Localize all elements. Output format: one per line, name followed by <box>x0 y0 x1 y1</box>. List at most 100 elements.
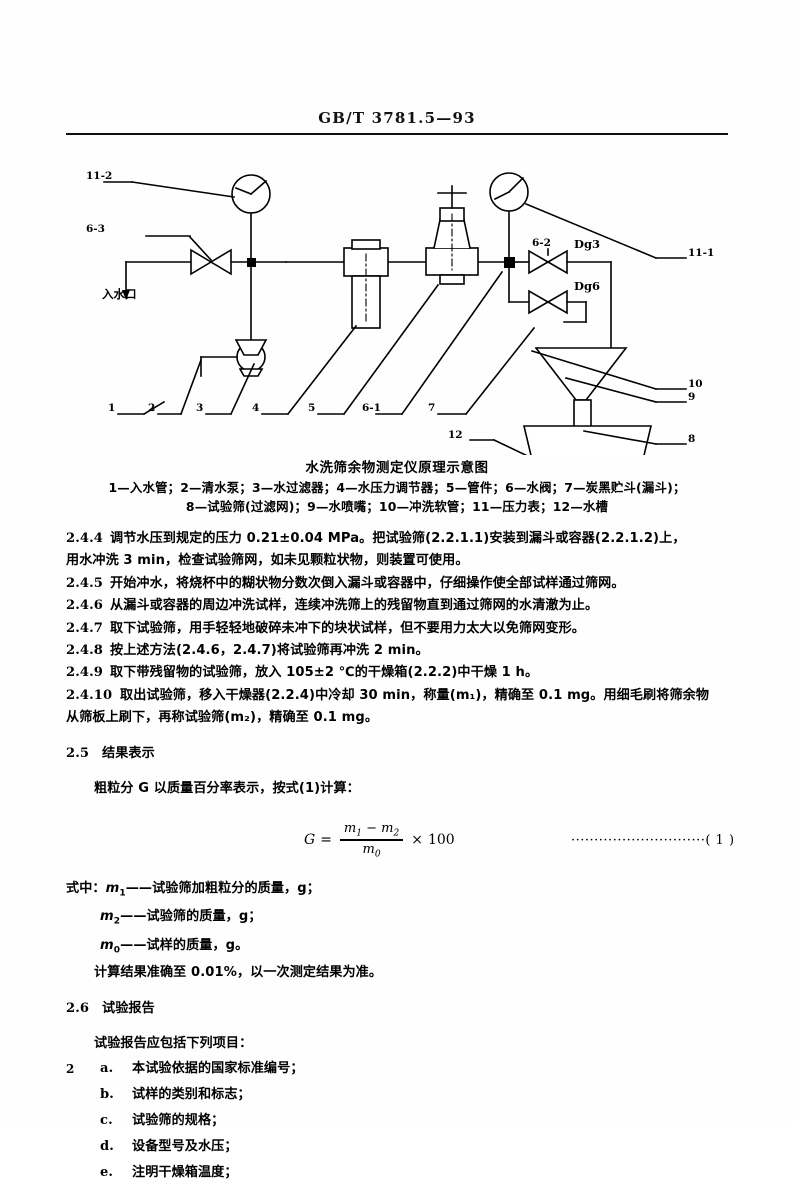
section-text-2-4-5: 开始冲水，将烧杯中的糊状物分数次倒入漏斗或容器中，仔细操作使全部试样通过筛网。 <box>110 575 625 591</box>
formula-equals: = <box>320 831 332 848</box>
where-dash-m1: —— <box>125 880 153 896</box>
section-number-2-5: 2.5 <box>66 745 90 761</box>
numerator-m1-symbol: m <box>343 820 357 836</box>
callout-4-line <box>286 324 358 416</box>
section-2-4-7: 2.4.7 取下试验筛，用手轻轻地破碎未冲下的块状试样，但不要用力太大以免筛网变形… <box>66 618 732 640</box>
section-title-2-6: 试验报告 <box>102 1000 155 1016</box>
inlet-arrow-icon <box>122 290 130 300</box>
where-line-m2: m2——试验筛的质量，g； <box>66 905 732 934</box>
section-text-2-4-10-line1: 取出试验筛，移入干燥器(2.2.4)中冷却 30 min，称量(m₁)，精确至 … <box>120 687 710 703</box>
where-text-m2: 试验筛的质量，g； <box>146 909 262 925</box>
section-text-2-4-4-line2: 用水冲洗 3 min，检查试验筛网，如未见颗粒状物，则装置可使用。 <box>66 553 469 569</box>
gauge-needle-left <box>249 179 268 196</box>
water-basin-12-icon <box>522 425 653 455</box>
callout-2-line <box>179 358 203 416</box>
callout-label-11-1: 11-1 <box>688 247 714 259</box>
report-text-a: 本试验依据的国家标准编号； <box>132 1060 304 1076</box>
section-number-2-4-4: 2.4.4 <box>66 531 103 546</box>
where-symbol-m0: m <box>100 937 114 953</box>
callout-label-5: 5 <box>308 402 315 414</box>
report-text-d: 设备型号及水压； <box>132 1138 238 1154</box>
where-dash-m2: —— <box>120 909 147 925</box>
formula-coarse-fraction: G = m1 − m2 m0 × 100 <box>304 821 455 860</box>
section-2-4-5: 2.4.5 开始冲水，将烧杯中的糊状物分数次倒入漏斗或容器中，仔细操作使全部试样通… <box>66 573 732 595</box>
section-heading-2-6: 2.6 试验报告 <box>66 998 732 1020</box>
report-item-d: d. 设备型号及水压； <box>66 1134 732 1160</box>
report-item-b: b. 试样的类别和标志； <box>66 1082 732 1108</box>
callout-label-9: 9 <box>688 391 695 403</box>
tee-junction-left <box>247 258 256 267</box>
callout-10-line <box>531 350 657 390</box>
section-number-2-4-9: 2.4.9 <box>66 665 103 681</box>
inlet-label: 入水口 <box>102 287 137 301</box>
section-text-2-4-8: 按上述方法(2.4.6，2.4.7)将试验筛再冲洗 2 min。 <box>110 643 429 659</box>
section-text-2-4-7: 取下试验筛，用手轻轻地破碎未冲下的块状试样，但不要用力太大以免筛网变形。 <box>110 620 585 636</box>
gauge-needle-left-b <box>234 186 253 196</box>
section-text-2-4-9: 取下带残留物的试验筛，放入 105±2 ℃的干燥箱(2.2.2)中干燥 1 h。 <box>110 665 539 681</box>
formula-numerator: m1 − m2 <box>340 821 403 840</box>
where-text-m0: 试样的质量，g。 <box>146 937 249 953</box>
section-title-2-5: 结果表示 <box>102 745 155 761</box>
section-number-2-4-7: 2.4.7 <box>66 620 103 636</box>
where-symbol-m1: m <box>105 880 120 896</box>
section-number-2-4-10: 2.4.10 <box>66 687 113 703</box>
report-marker-c: c. <box>100 1112 113 1128</box>
formula-row: G = m1 − m2 m0 × 100 ···················… <box>66 817 735 871</box>
equation-dots: ····························· <box>571 832 706 848</box>
numerator-m2-sub: 2 <box>393 828 400 839</box>
denominator-m0-sub: 0 <box>374 849 381 860</box>
where-label: 式中： <box>66 880 106 896</box>
callout-label-11-2: 11-2 <box>86 170 112 182</box>
pipe-size-label-dg6: Dg6 <box>574 279 600 293</box>
figure-legend-line-2: 8—试验筛(过滤网)；9—水喷嘴；10—冲洗软管；11—压力表；12—水槽 <box>185 499 609 514</box>
section-number-2-6: 2.6 <box>66 1000 90 1016</box>
section-number-2-4-8: 2.4.8 <box>66 643 103 659</box>
where-text-m1: 试验筛加粗粒分的质量，g； <box>152 880 320 896</box>
section-2-4-4-cont: 用水冲洗 3 min，检查试验筛网，如未见颗粒状物，则装置可使用。 <box>66 550 732 572</box>
report-text-b: 试样的类别和标志； <box>132 1086 251 1102</box>
valve-6-3-stem <box>188 235 213 262</box>
formula-minus: − <box>366 820 378 836</box>
section-number-2-4-6: 2.4.6 <box>66 598 103 614</box>
report-marker-b: b. <box>100 1086 114 1102</box>
callout-label-12: 12 <box>448 429 463 441</box>
callout-8-line <box>583 430 657 445</box>
callout-9-line <box>565 377 657 403</box>
document-body: 2.4.4 调节水压到规定的压力 0.21±0.04 MPa。把试验筛(2.2.1… <box>66 528 735 1186</box>
results-intro: 粗粒分 G 以质量百分率表示，按式(1)计算： <box>94 781 360 797</box>
where-sub-m0: 0 <box>113 945 121 956</box>
valve-dg6-icon <box>528 289 568 315</box>
report-item-c: c. 试验筛的规格； <box>66 1108 732 1134</box>
report-marker-d: d. <box>100 1138 114 1154</box>
standard-code: GB/T 3781.5—93 <box>318 109 476 127</box>
section-number-2-4-5: 2.4.5 <box>66 575 103 591</box>
callout-label-10: 10 <box>688 378 703 390</box>
section-2-4-6: 2.4.6 从漏斗或容器的周边冲洗试样，连续冲洗筛上的残留物直到通过筛网的水清澈为… <box>66 595 732 617</box>
equation-number-row: ·····························( 1 ) <box>571 833 735 848</box>
section-text-2-4-4-line1: 调节水压到规定的压力 0.21±0.04 MPa。把试验筛(2.2.1.1)安装… <box>110 531 686 546</box>
formula-denominator: m0 <box>359 841 385 860</box>
callout-label-3: 3 <box>196 402 203 414</box>
pipe-size-label-dg3: Dg3 <box>574 237 600 251</box>
callout-11-2-line <box>131 181 235 198</box>
numerator-m2-symbol: m <box>381 820 394 836</box>
callout-11-1-line <box>524 202 658 260</box>
formula-factor: 100 <box>427 831 455 848</box>
section-2-4-9: 2.4.9 取下带残留物的试验筛，放入 105±2 ℃的干燥箱(2.2.2)中干燥… <box>66 662 732 684</box>
callout-label-6-3: 6-3 <box>86 223 105 235</box>
section-text-2-4-6: 从漏斗或容器的周边冲洗试样，连续冲洗筛上的残留物直到通过筛网的水清澈为止。 <box>110 598 599 614</box>
report-text-c: 试验筛的规格； <box>132 1112 225 1128</box>
gauge-needle-right <box>507 176 525 194</box>
where-line-m1: 式中：m1——试验筛加粗粒分的质量，g； <box>66 877 732 906</box>
report-marker-e: e. <box>100 1164 114 1180</box>
where-dash-m0: —— <box>120 937 147 953</box>
callout-5-line <box>342 283 440 416</box>
formula-lhs: G <box>304 831 316 848</box>
callout-7-line <box>464 326 536 416</box>
denominator-m0-symbol: m <box>362 841 375 857</box>
section-text-2-4-10-line2: 从筛板上刷下，再称试验筛(m₂)，精确至 0.1 mg。 <box>66 710 379 726</box>
valve-6-3-icon <box>190 248 232 276</box>
figure-caption: 水洗筛余物测定仪原理示意图 1—入水管；2—清水泵；3—水过滤器；4—水压力调节… <box>66 458 728 516</box>
report-item-e: e.注明干燥箱温度； <box>66 1160 732 1186</box>
header-rule <box>66 133 728 135</box>
